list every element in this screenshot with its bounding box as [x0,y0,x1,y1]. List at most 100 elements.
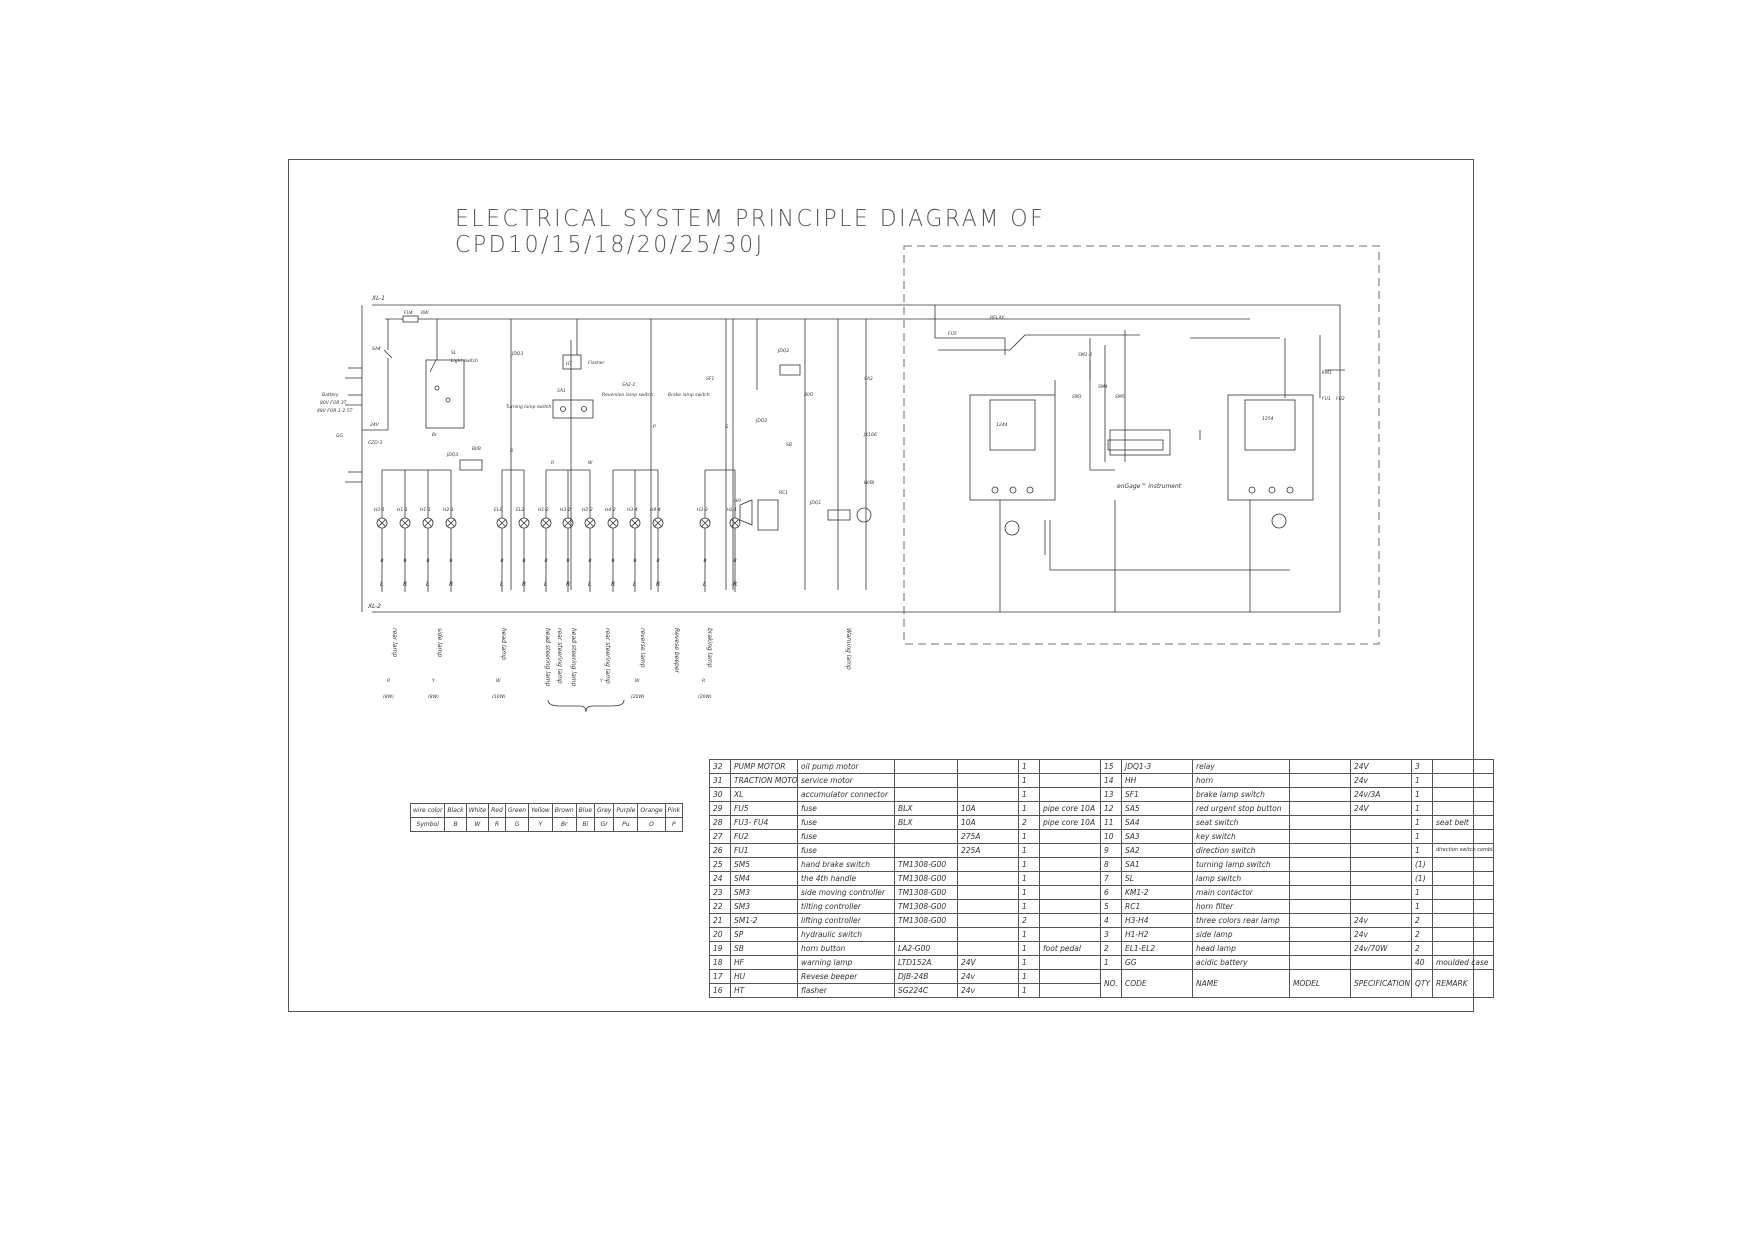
bom-cell: acidic battery [1192,955,1290,970]
bom-cell: oil pump motor [797,759,895,774]
bom-cell: KM1-2 [1121,885,1193,900]
wire-color-cell: Brown [551,803,577,818]
bom-cell: 27 [709,829,731,844]
wire-symbol-cell: Bl [575,817,595,832]
bom-cell: BLX [894,815,958,830]
lamp-code-label: H3-3 [697,507,708,513]
bom-cell: FU5 [730,801,798,816]
sm-label-1: SM1-2 [1078,352,1092,358]
hh-label: HH [734,498,741,504]
bom-cell: 21 [709,913,731,928]
sa4-label: SA4 [372,346,381,352]
bom-cell: SA5 [1121,801,1193,816]
controller-section-border [903,245,1380,645]
side-lr-label: L [703,581,706,588]
bom-cell: 40 [1411,955,1433,970]
bom-cell: 1 [1018,983,1040,998]
lamp-group-label: head steering lamp [544,628,551,687]
bom-cell: pipe core 10A [1039,815,1101,830]
bom-header-cell: CODE [1121,969,1193,998]
bom-cell: service motor [797,773,895,788]
bom-cell: pipe core 10A [1039,801,1101,816]
bom-cell: 2 [1018,913,1040,928]
lamp-group-label: rear steering lamp [556,628,563,684]
bom-cell: lifting controller [797,913,895,928]
instrument-label: enGage™ instrument [1117,483,1182,490]
wire-symbol-cell: P [664,817,684,832]
wire-b-label: B [704,558,707,564]
side-lr-label: R [733,581,737,588]
rw-label: RW [421,310,429,316]
bom-cell: SA3 [1121,829,1193,844]
bom-cell: SA2 [1121,843,1193,858]
lamp-group-label: rear lamp [391,628,398,657]
bom-cell: 10A [957,815,1019,830]
lamp-group-label: rear steering lamp [604,628,611,684]
bom-cell [1432,927,1494,942]
brake-lamp-switch-label: Brake lamp switch [668,392,710,398]
bom-cell: 24 [709,871,731,886]
bom-cell: 3 [1100,927,1122,942]
wire-symbol-cell: W [465,817,490,832]
side-lr-label: L [426,581,429,588]
bom-cell [894,843,958,858]
bom-cell [1289,829,1351,844]
fu2-label: FU2 [1336,396,1345,402]
bom-cell [1350,815,1412,830]
bom-cell: 1 [1411,801,1433,816]
bom-cell: 3 [1411,759,1433,774]
bom-cell [1289,899,1351,914]
bom-cell: 1 [1018,955,1040,970]
bom-cell [1039,955,1101,970]
bom-cell: 24v [1350,927,1412,942]
bom-cell: red urgent stop button [1192,801,1290,816]
bom-cell [1350,955,1412,970]
bom-cell: EL1-EL2 [1121,941,1193,956]
bom-cell: fuse [797,815,895,830]
bom-cell: turning lamp switch [1192,857,1290,872]
bom-cell [894,759,958,774]
bom-cell: main contactor [1192,885,1290,900]
wire-symbol-cell: B [444,817,467,832]
bom-cell [1289,913,1351,928]
wire-color-cell: Orange [637,803,666,818]
g-wire-label: G [725,424,729,430]
side-lr-label: L [588,581,591,588]
jdq1-label: JDQ1 [809,500,821,506]
wire-b-label: B [501,558,504,564]
wire-color-cell: Yellow [528,803,553,818]
bom-cell: 28 [709,815,731,830]
bom-cell: H3-H4 [1121,913,1193,928]
bom-cell: 10A [957,801,1019,816]
bom-cell [957,773,1019,788]
bom-cell: horn [1192,773,1290,788]
bom-cell: TRACTION MOTOR [730,773,798,788]
bom-cell: DJB-24B [894,969,958,984]
v24-label: 24V [370,422,380,428]
bom-cell: 1 [1018,759,1040,774]
wire-color-cell: White [465,803,490,818]
bom-cell: 1 [1411,899,1433,914]
w-bl-label: W/BI [864,480,875,486]
jdq2-label: JDQ2 [777,348,789,354]
fu1-label: FU1 [1322,396,1331,402]
bom-cell: direction switch [1192,843,1290,858]
bom-cell: the 4th handle [797,871,895,886]
diagram-title: ELECTRICAL SYSTEM PRINCIPLE DIAGRAM OF C… [455,206,1046,259]
controller-1244-label: 1244 [996,422,1008,428]
bom-cell: JDQ1-3 [1121,759,1193,774]
lamp-code-label: EL1 [494,507,502,513]
bom-cell: LTD152A [894,955,958,970]
lamp-group-power: (20W) [631,694,645,700]
bom-cell: fuse [797,829,895,844]
jdq3-label: JDQ3 [511,351,523,357]
rc1-label: RC1 [779,490,788,496]
lamp-code-label: H2-1 [443,507,454,513]
bom-cell: 24v [957,969,1019,984]
